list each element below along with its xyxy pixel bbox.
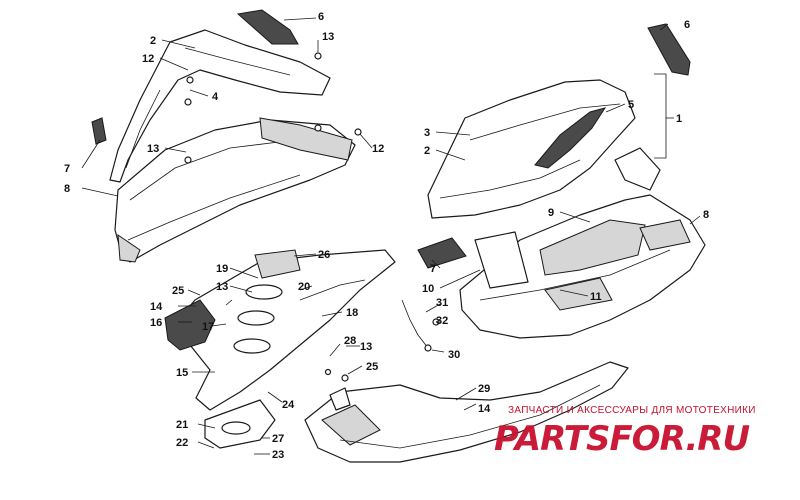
callout-13b: 13 bbox=[322, 31, 334, 43]
bumper-pan bbox=[304, 361, 629, 463]
callout-10: 10 bbox=[422, 283, 434, 295]
front-bumper bbox=[304, 299, 629, 463]
callout-15: 15 bbox=[176, 367, 188, 379]
callout-5: 5 bbox=[628, 99, 634, 111]
vent-grille-right bbox=[647, 23, 691, 76]
watermark-tagline: ЗАПЧАСТИ И АКСЕССУАРЫ ДЛЯ МОТОТЕХНИКИ bbox=[508, 405, 756, 416]
lower-chassis bbox=[164, 249, 396, 449]
callout-31: 31 bbox=[436, 297, 448, 309]
callout-8: 8 bbox=[64, 183, 70, 195]
callout-29: 29 bbox=[478, 383, 490, 395]
callout-14b: 14 bbox=[478, 403, 491, 415]
callout-9: 9 bbox=[548, 207, 554, 219]
callout-6: 6 bbox=[318, 11, 324, 23]
callout-21: 21 bbox=[176, 419, 188, 431]
vent-grille-left bbox=[236, 9, 299, 45]
callout-22: 22 bbox=[176, 437, 188, 449]
callout-17: 17 bbox=[202, 321, 214, 333]
callout-7b: 7 bbox=[430, 263, 436, 275]
callout-13c: 13 bbox=[216, 281, 228, 293]
callout-16: 16 bbox=[150, 317, 162, 329]
callout-26: 26 bbox=[318, 249, 330, 261]
callout-25b: 25 bbox=[366, 361, 378, 373]
callout-11: 11 bbox=[590, 291, 602, 303]
callout-24: 24 bbox=[282, 399, 295, 411]
callout-18: 18 bbox=[346, 307, 358, 319]
callout-12b: 12 bbox=[372, 143, 384, 155]
callout-28: 28 bbox=[344, 335, 356, 347]
callout-1: 1 bbox=[676, 113, 682, 125]
right-hood-assembly bbox=[417, 23, 706, 339]
access-panel bbox=[474, 231, 529, 289]
callout-2: 2 bbox=[150, 35, 156, 47]
callout-13d: 13 bbox=[360, 341, 372, 353]
leader-lines bbox=[81, 17, 701, 455]
callout-13: 13 bbox=[147, 143, 159, 155]
callout-12: 12 bbox=[142, 53, 154, 65]
callout-7: 7 bbox=[64, 163, 70, 175]
callout-labels: 2 12 4 7 13 8 6 13 12 3 2 6 1 5 9 8 11 7… bbox=[64, 11, 709, 461]
callout-14: 14 bbox=[150, 301, 163, 313]
hood-panel-left bbox=[109, 29, 331, 183]
callout-20: 20 bbox=[298, 281, 310, 293]
skid-plate bbox=[177, 249, 396, 411]
hood-panel-right bbox=[427, 79, 636, 219]
callout-8b: 8 bbox=[703, 209, 709, 221]
left-hood-assembly bbox=[91, 9, 362, 263]
callout-25: 25 bbox=[172, 285, 184, 297]
callout-19: 19 bbox=[216, 263, 228, 275]
svg-text:PARTSFOR.RU: PARTSFOR.RU bbox=[494, 419, 749, 459]
callout-30: 30 bbox=[448, 349, 460, 361]
callout-23: 23 bbox=[272, 449, 284, 461]
callout-27: 27 bbox=[272, 433, 284, 445]
callout-6b: 6 bbox=[684, 19, 690, 31]
callout-32: 32 bbox=[436, 315, 448, 327]
hood-decal bbox=[534, 107, 607, 169]
callout-3: 3 bbox=[424, 127, 430, 139]
watermark-logo: PARTSFOR.RU bbox=[494, 419, 750, 459]
callout-2b: 2 bbox=[424, 145, 430, 157]
callout-4: 4 bbox=[212, 91, 219, 103]
